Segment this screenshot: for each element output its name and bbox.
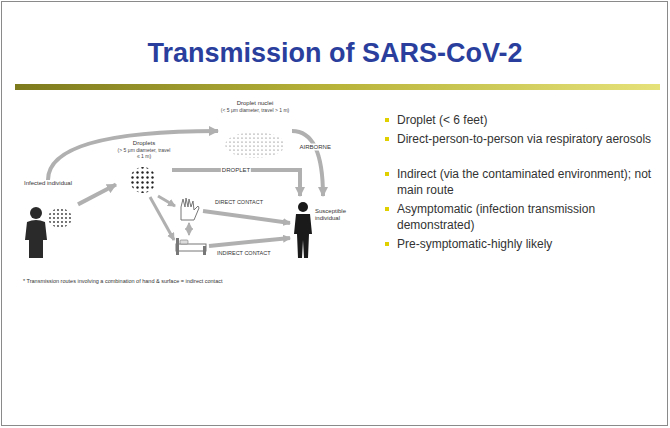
route-arrow <box>203 211 290 223</box>
node-name: Infected individual <box>18 180 78 187</box>
node-note: (< 5 μm diameter, travel > 1 m) <box>218 107 292 113</box>
route-label: DROPLET <box>221 167 251 174</box>
node-name: Droplets <box>116 140 172 147</box>
susceptible-person <box>294 202 312 258</box>
mattress <box>176 244 206 251</box>
label-node: Droplets(> 5 μm diameter, travel ≤ 1 m) <box>116 140 172 200</box>
route-label: AIRBORNE <box>299 144 332 151</box>
route-connector <box>78 185 116 205</box>
head <box>30 207 42 219</box>
route-arrow <box>188 223 190 235</box>
bed-icon <box>176 238 206 255</box>
head <box>298 202 308 212</box>
route-connector <box>172 170 300 196</box>
label-node: Infected individual <box>18 180 78 260</box>
bed-leg <box>203 246 206 255</box>
route-label: INDIRECT CONTACT <box>216 250 272 256</box>
route-arrow <box>150 197 174 240</box>
route-arrow <box>158 196 175 206</box>
bullet-text: Asymptomatic (infection transmission dem… <box>397 201 659 233</box>
body <box>25 220 47 258</box>
hand-icon <box>181 198 199 220</box>
label-node: Susceptible individual <box>292 196 354 262</box>
body <box>294 214 312 258</box>
route-connector <box>292 131 323 196</box>
bullet-text: Indirect (via the contaminated environme… <box>397 166 659 198</box>
cough-spray <box>48 208 72 228</box>
nuclei-cloud <box>225 132 285 158</box>
droplet-cloud <box>130 167 156 193</box>
route-arrow <box>209 238 290 246</box>
bullet-text: Direct-person-to-person via respiratory … <box>397 131 659 147</box>
route-label: DIRECT CONTACT <box>214 199 264 205</box>
label-node: Droplet nuclei(< 5 μm diameter, travel >… <box>218 100 292 162</box>
bullet-text: Pre-symptomatic-highly likely <box>397 236 659 252</box>
node-note: (> 5 μm diameter, travel ≤ 1 m) <box>116 147 172 159</box>
headboard <box>176 238 179 255</box>
infected-person <box>25 207 72 258</box>
title-bar <box>15 84 660 90</box>
node-name: Susceptible individual <box>315 208 354 222</box>
route-connector <box>48 131 218 180</box>
node-name: Droplet nuclei <box>218 100 292 107</box>
pillow <box>180 240 188 244</box>
bullet-text: Droplet (< 6 feet) <box>397 112 659 128</box>
footnote: * Transmission routes involving a combin… <box>22 278 223 284</box>
slide-title: Transmission of SARS-CoV-2 <box>0 38 670 69</box>
